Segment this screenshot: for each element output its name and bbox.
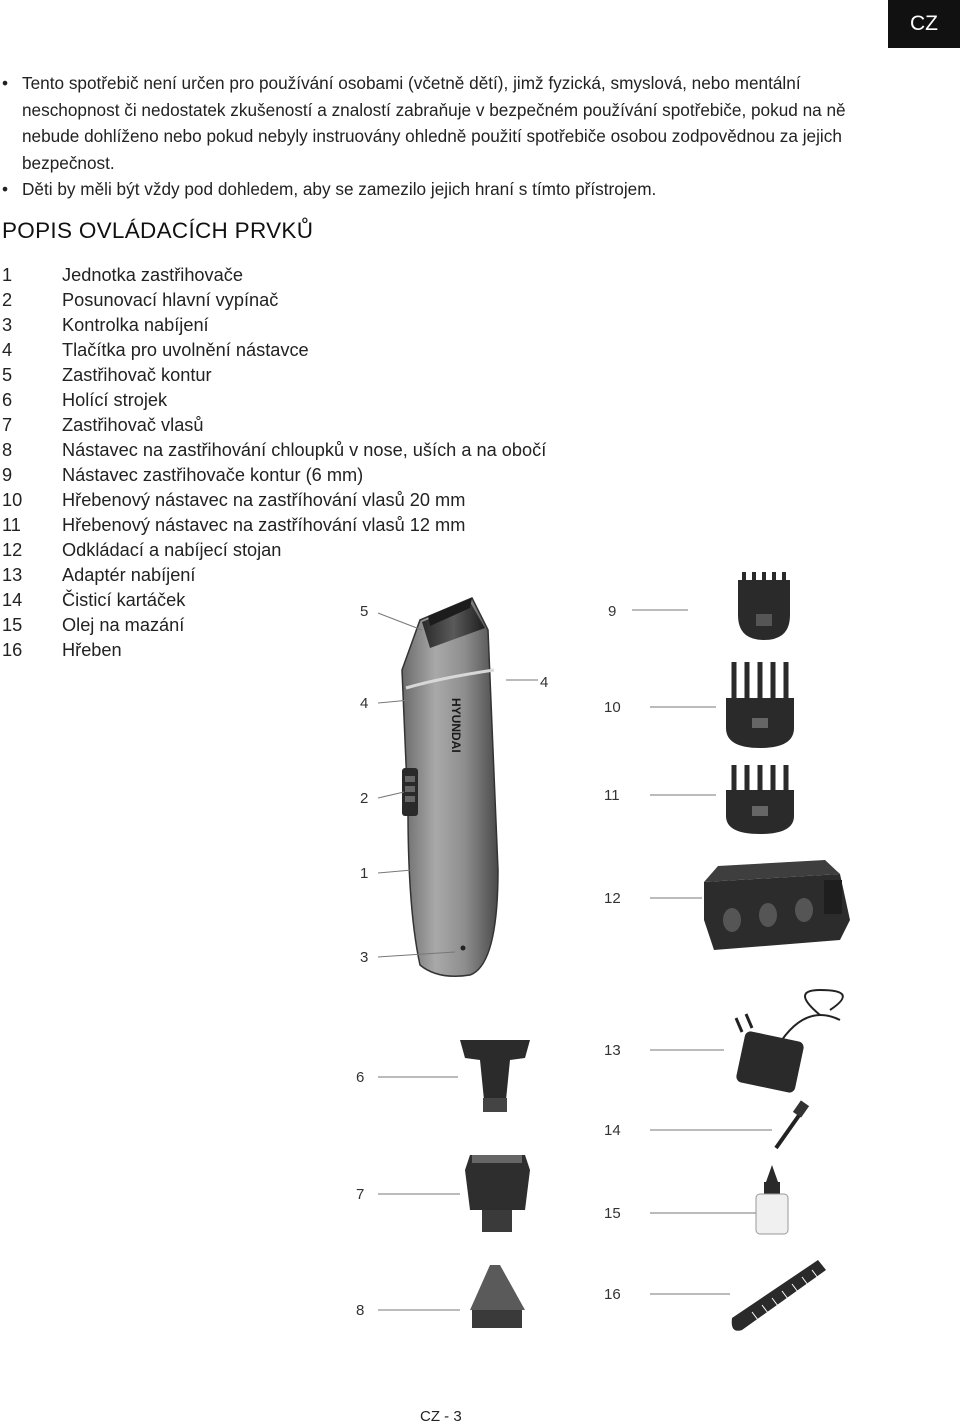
part-number: 8 [2,440,13,460]
styling-comb [731,1260,826,1331]
part-item: 16 Hřeben [2,638,546,663]
part-item: 7 Zastřihovač vlasů [2,413,546,438]
part-label: Tlačítka pro uvolnění nástavce [62,340,309,360]
part-number: 6 [2,390,13,410]
callout-label: 2 [360,790,368,807]
part-label: Zastřihovač kontur [62,365,212,385]
part-number: 5 [2,365,13,385]
charging-adapter [734,988,844,1093]
part-label: Hřebenový nástavec na zastříhování vlasů… [62,490,466,510]
language-tab: CZ [888,0,960,48]
part-number: 13 [2,565,23,585]
part-item: 4 Tlačítka pro uvolnění nástavce [2,338,546,363]
page-number: CZ - 3 [420,1408,462,1425]
part-item: 9 Nástavec zastřihovače kontur (6 mm) [2,463,546,488]
bullet-item: Tento spotřebič není určen pro používání… [0,70,900,176]
part-label: Nástavec zastřihovače kontur (6 mm) [62,465,364,485]
safety-bullet-list: Tento spotřebič není určen pro používání… [0,70,900,203]
part-number: 11 [2,515,21,535]
part-label: Posunovací hlavní vypínač [62,290,279,310]
section-title: POPIS OVLÁDACÍCH PRVKŮ [2,218,314,243]
callout-label: 13 [604,1042,621,1059]
part-label: Jednotka zastřihovače [62,265,243,285]
part-number: 15 [2,615,23,635]
callout-label: 1 [360,865,368,882]
part-item: 2 Posunovací hlavní vypínač [2,288,546,313]
part-item: 10 Hřebenový nástavec na zastříhování vla… [2,488,546,513]
part-item: 5 Zastřihovač kontur [2,363,546,388]
callout-label: 10 [604,699,621,716]
part-label: Čisticí kartáček [62,590,186,610]
part-item: 8 Nástavec na zastřihování chloupků v nos… [2,438,546,463]
part-number: 16 [2,640,23,660]
callout-label: 6 [356,1069,364,1086]
callout-label: 12 [604,890,621,907]
comb-attachment-20mm [726,662,794,748]
callout-label: 14 [604,1122,621,1139]
part-item: 3 Kontrolka nabíjení [2,313,546,338]
shaver-head [460,1040,530,1112]
callout-label: 8 [356,1302,364,1319]
callout-label: 5 [360,603,368,620]
cleaning-brush [774,1100,810,1150]
charge-indicator [460,945,466,951]
part-number: 9 [2,465,13,485]
callout-label: 9 [608,603,616,620]
part-label: Olej na mazání [62,615,185,635]
part-item: 11 Hřebenový nástavec na zastříhování vla… [2,513,546,538]
callout-label: 11 [604,787,620,804]
part-item: 13 Adaptér nabíjení [2,563,546,588]
part-item: 15 Olej na mazání [2,613,546,638]
part-item: 1 Jednotka zastřihovače [2,263,546,288]
callout-label: 4 [360,695,368,712]
part-label: Nástavec na zastřihování chloupků v nose… [62,440,547,460]
trimmer-unit: HYUNDAI [401,597,499,977]
part-item: 12 Odkládací a nabíjecí stojan [2,538,546,563]
part-number: 14 [2,590,23,610]
brand-logo: HYUNDAI [449,698,463,753]
part-item: 6 Holící strojek [2,388,546,413]
comb-attachment-12mm [726,765,794,834]
contour-comb-attachment [738,572,790,640]
callout-label: 7 [356,1186,364,1203]
oil-bottle [755,1165,789,1235]
callout-label: 15 [604,1205,621,1222]
part-item: 14 Čisticí kartáček [2,588,546,613]
part-number: 10 [2,490,23,510]
callout-label: 16 [604,1286,621,1303]
part-label: Hřeben [62,640,122,660]
part-label: Hřebenový nástavec na zastříhování vlasů… [62,515,466,535]
part-number: 12 [2,540,23,560]
part-label: Odkládací a nabíjecí stojan [62,540,282,560]
product-illustration: HYUNDAI 5 4 4 2 1 3 6 7 8 9 10 11 12 [356,572,850,1331]
part-label: Kontrolka nabíjení [62,315,209,335]
part-number: 4 [2,340,13,360]
part-number: 3 [2,315,13,335]
bullet-item: Děti by měli být vždy pod dohledem, aby … [0,176,900,203]
part-number: 1 [2,265,13,285]
part-label: Holící strojek [62,390,168,410]
part-number: 7 [2,415,13,435]
part-label: Adaptér nabíjení [62,565,196,585]
part-label: Zastřihovač vlasů [62,415,204,435]
nose-trimmer-attachment [470,1265,525,1328]
hair-trimmer-head [465,1155,530,1232]
callout-label: 3 [360,949,368,966]
callout-label: 4 [540,674,548,691]
part-number: 2 [2,290,13,310]
parts-list: 1 Jednotka zastřihovače 2 Posunovací hlavn… [2,263,546,663]
charging-stand [704,860,850,950]
